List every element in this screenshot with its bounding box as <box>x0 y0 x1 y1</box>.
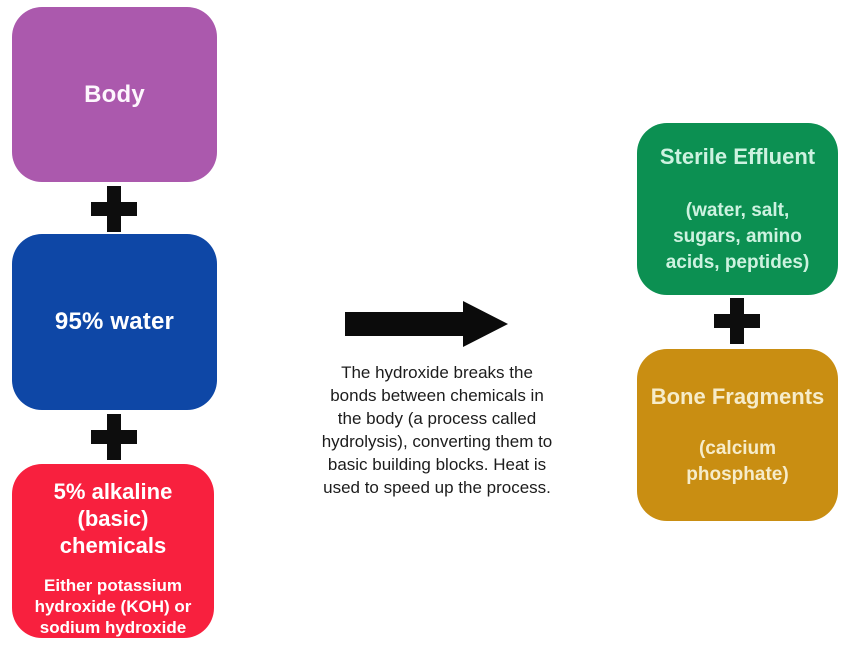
plus-icon-bar <box>107 186 121 232</box>
plus-icon-bar <box>107 414 121 460</box>
plus-icon <box>91 186 137 232</box>
water-box: 95% water <box>12 234 217 410</box>
sterile-effluent-box: Sterile Effluent (water, salt, sugars, a… <box>637 123 838 295</box>
sterile-effluent-detail: (water, salt, sugars, amino acids, pepti… <box>665 200 810 273</box>
bone-fragments-detail: (calcium phosphate) <box>686 438 789 485</box>
right-arrow-shape <box>345 301 508 347</box>
plus-icon-bar <box>730 298 744 344</box>
chemicals-title: 5% alkaline (basic) chemicals <box>53 479 173 558</box>
body-box: Body <box>12 7 217 182</box>
bone-fragments-box: Bone Fragments (calcium phosphate) <box>637 349 838 521</box>
water-label: 95% water <box>54 308 175 335</box>
bone-fragments-title: Bone Fragments <box>650 384 825 409</box>
right-arrow-icon <box>345 301 508 347</box>
chemicals-detail: Either potassium hydroxide (KOH) or sodi… <box>34 576 192 648</box>
sterile-effluent-title: Sterile Effluent <box>659 144 816 169</box>
process-description: The hydroxide breaks the bonds between c… <box>321 363 553 497</box>
plus-icon <box>91 414 137 460</box>
chemicals-box: 5% alkaline (basic) chemicals Either pot… <box>12 464 214 648</box>
plus-icon <box>714 298 760 344</box>
body-label: Body <box>84 80 145 108</box>
